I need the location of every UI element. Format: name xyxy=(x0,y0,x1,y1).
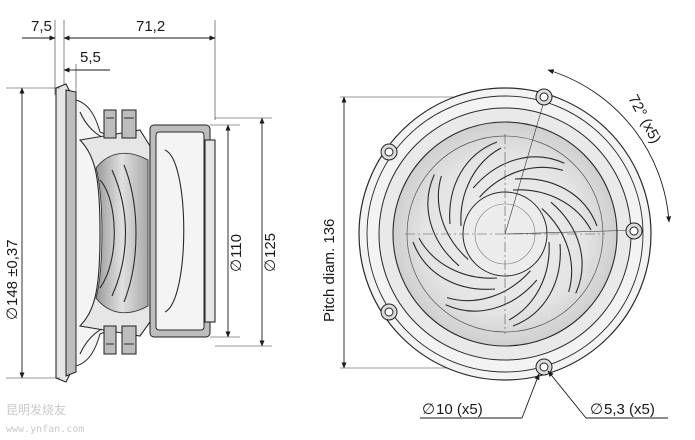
dim-magnet-diameter: 110 xyxy=(228,234,245,258)
mounting-holes xyxy=(380,88,643,376)
side-view xyxy=(6,20,272,383)
watermark-text: 昆明发烧友 xyxy=(6,402,66,417)
diameter-symbol-125: ∅ xyxy=(262,259,279,272)
dim-hole-outer: 10 (x5) xyxy=(436,401,483,418)
dim-back-diameter: 125 xyxy=(262,233,279,258)
mounting-hole xyxy=(380,303,398,321)
back-plate xyxy=(204,139,216,323)
diameter-symbol-148: ∅ xyxy=(4,307,21,320)
front-view xyxy=(340,69,672,419)
dim-mount-depth: 5,5 xyxy=(80,49,101,66)
diameter-symbol-110: ∅ xyxy=(228,259,245,272)
dim-hole-angle: 72° (x5) xyxy=(624,92,664,147)
diameter-symbol-5-3: ∅ xyxy=(590,401,603,418)
mounting-hole xyxy=(625,222,643,240)
angle-arc xyxy=(547,69,672,223)
diameter-symbol-10: ∅ xyxy=(422,401,435,418)
terminals xyxy=(103,109,137,355)
dim-total-depth: 71,2 xyxy=(136,18,165,35)
watermark-url: www.ynfan.com xyxy=(6,424,84,435)
dim-outer-diameter: 148 ±0,37 xyxy=(4,239,21,306)
mounting-hole xyxy=(535,88,553,106)
side-diameter-dimensions xyxy=(6,87,272,379)
dim-frame-depth: 7,5 xyxy=(31,18,52,35)
dim-pitch-diameter: Pitch diam. 136 xyxy=(321,219,338,322)
flange-edge xyxy=(65,89,77,377)
mounting-hole xyxy=(380,143,398,161)
top-dimension-lines xyxy=(22,20,216,120)
dim-hole-inner: 5,3 (x5) xyxy=(604,401,655,418)
